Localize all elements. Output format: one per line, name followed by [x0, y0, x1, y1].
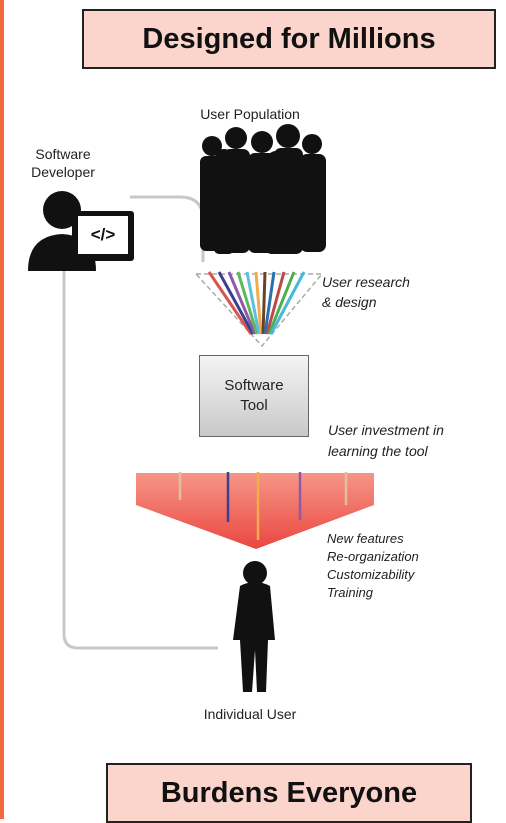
developer-label-line2: Developer: [31, 164, 95, 180]
developer-to-population-line: [130, 195, 205, 262]
feature-item: New features: [327, 531, 404, 546]
research-funnel: [194, 273, 324, 348]
research-label-line1: User research: [322, 274, 410, 290]
individual-user-label: Individual User: [203, 706, 297, 722]
title-burdens-everyone: Burdens Everyone: [106, 763, 472, 823]
code-icon: </>: [90, 225, 116, 244]
research-arrows: [207, 271, 306, 335]
feature-item: Training: [327, 585, 374, 600]
investment-label-line2: learning the tool: [328, 443, 428, 459]
developer-icon: [28, 191, 134, 271]
feature-item: Re-organization: [327, 549, 419, 564]
feature-item: Customizability: [327, 567, 415, 582]
developer-label-line1: Software: [35, 146, 91, 162]
accent-bar: [0, 0, 4, 819]
tool-label-line2: Tool: [240, 397, 268, 414]
investment-label-line1: User investment in: [328, 422, 444, 438]
individual-user-silhouette: [233, 561, 275, 692]
tool-label-line1: Software: [224, 377, 284, 394]
research-label-line2: & design: [322, 294, 377, 310]
title-designed-for-millions: Designed for Millions: [82, 9, 496, 69]
investment-funnel: [136, 473, 374, 549]
investment-arrows: [178, 472, 348, 540]
developer-feedback-line: [62, 268, 218, 650]
software-tool-box: Software Tool: [199, 355, 309, 437]
user-population-label: User Population: [200, 106, 300, 122]
user-population-silhouettes: [200, 124, 326, 254]
